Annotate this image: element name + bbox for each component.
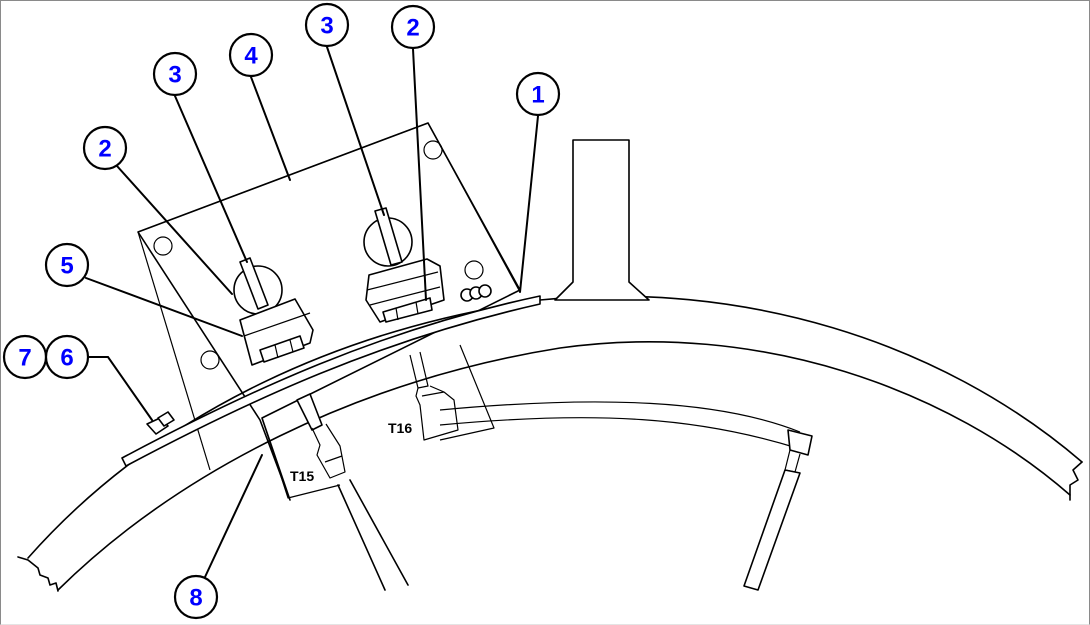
callout-2[interactable]: 2: [82, 125, 128, 171]
callout-circle-icon: [44, 242, 90, 288]
callout-circle-icon: [44, 334, 90, 380]
callout-number: 5: [60, 253, 73, 280]
callout-1[interactable]: 1: [515, 71, 561, 117]
callout-number: 6: [60, 345, 73, 372]
callout-circle-icon: [82, 125, 128, 171]
callout-5[interactable]: 5: [44, 242, 90, 288]
callout-number: 2: [406, 15, 419, 42]
callout-circle-icon: [173, 574, 219, 620]
lower-bracket-panel: [261, 344, 495, 499]
callout-number: 2: [98, 136, 111, 163]
inner-cable: [439, 401, 801, 449]
mounting-bracket-plate: [137, 122, 521, 501]
terminal-label-t16: T16: [388, 420, 412, 436]
nuts-group: [460, 284, 492, 302]
terminal-t16-fitting: [409, 351, 459, 441]
callout-circle-icon: [228, 32, 274, 78]
terminal-label-t15: T15: [290, 468, 314, 484]
callout-number: 3: [320, 13, 333, 40]
bolt-nut-6-7: [146, 411, 175, 435]
callout-6[interactable]: 6: [44, 334, 90, 380]
callout-number: 3: [168, 62, 181, 89]
bracket-hole-icon: [423, 140, 443, 160]
callout-group: 1 2 3 4 3 2 5 7 6 8: [2, 2, 561, 620]
bracket-hole-icon: [464, 260, 484, 280]
bracket-hole-icon: [153, 236, 173, 256]
terminal-label-group: T15 T16: [290, 420, 412, 484]
callout-number: 8: [189, 585, 202, 612]
callout-4[interactable]: 4: [228, 32, 274, 78]
cable-end-fitting: [743, 429, 813, 591]
callout-2[interactable]: 2: [390, 4, 436, 50]
clamp-strap: [121, 295, 541, 467]
callout-circle-icon: [304, 2, 350, 48]
callout-circle-icon: [515, 71, 561, 117]
callout-number: 7: [18, 345, 31, 372]
callout-number: 1: [531, 82, 544, 109]
callout-number: 4: [244, 43, 258, 70]
callout-3[interactable]: 3: [152, 51, 198, 97]
callout-7[interactable]: 7: [2, 334, 48, 380]
callout-circle-icon: [152, 51, 198, 97]
leader-lines: [85, 46, 539, 578]
terminal-t15-fitting: [296, 393, 409, 591]
curved-tube: [17, 295, 1083, 592]
callout-3[interactable]: 3: [304, 2, 350, 48]
bracket-hole-icon: [200, 350, 220, 370]
callout-circle-icon: [390, 4, 436, 50]
pipe-stub: [554, 139, 650, 301]
callout-8[interactable]: 8: [173, 574, 219, 620]
